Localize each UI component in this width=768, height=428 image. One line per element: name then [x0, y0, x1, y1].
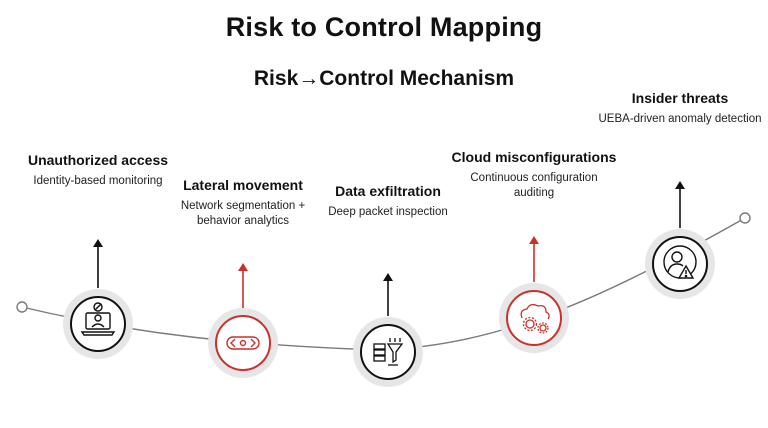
server-funnel-icon: [373, 338, 404, 366]
risk-name: Data exfiltration: [335, 183, 441, 199]
control-description: Identity-based monitoring: [33, 175, 163, 187]
diagram-subtitle: Risk→Control Mechanism: [253, 67, 515, 90]
risk-name: Unauthorized access: [27, 152, 169, 168]
arrow-head: [238, 263, 248, 271]
step-node-insider-threats: [645, 181, 715, 299]
timeline-end-dot: [739, 212, 751, 224]
control-description: UEBA-driven anomaly detection: [598, 113, 762, 125]
step-label-data-exfiltration: Data exfiltration Deep packet inspection: [303, 183, 473, 220]
laptop-user-icon: [80, 302, 116, 336]
control-description: Network segmentation + behavior analytic…: [180, 200, 306, 227]
step-node-cloud-misconfigurations: [499, 236, 569, 353]
cloud-gears-icon: [520, 303, 550, 334]
page-title: Risk to Control Mapping: [225, 12, 543, 42]
step-label-cloud-misconfigurations: Cloud misconfigurations Continuous confi…: [449, 149, 619, 201]
arrow-head: [675, 181, 685, 189]
control-description: Continuous configuration auditing: [470, 172, 598, 199]
step-node-data-exfiltration: [353, 273, 423, 387]
risk-name: Lateral movement: [183, 177, 303, 193]
arrow-head: [383, 273, 393, 281]
step-label-insider-threats: Insider threats UEBA-driven anomaly dete…: [595, 90, 765, 127]
risk-name: Insider threats: [631, 90, 729, 106]
network-arrows-icon: [226, 336, 260, 350]
timeline-start-dot: [16, 301, 28, 313]
arrow-head: [529, 236, 539, 244]
step-node-lateral-movement: [208, 263, 278, 378]
step-label-lateral-movement: Lateral movement Network segmentation + …: [158, 177, 328, 229]
user-alert-icon: [663, 245, 697, 279]
step-label-unauthorized-access: Unauthorized access Identity-based monit…: [13, 152, 183, 189]
arrow-head: [93, 239, 103, 247]
control-description: Deep packet inspection: [328, 206, 448, 218]
risk-name: Cloud misconfigurations: [451, 149, 617, 165]
step-node-unauthorized-access: [63, 239, 133, 359]
